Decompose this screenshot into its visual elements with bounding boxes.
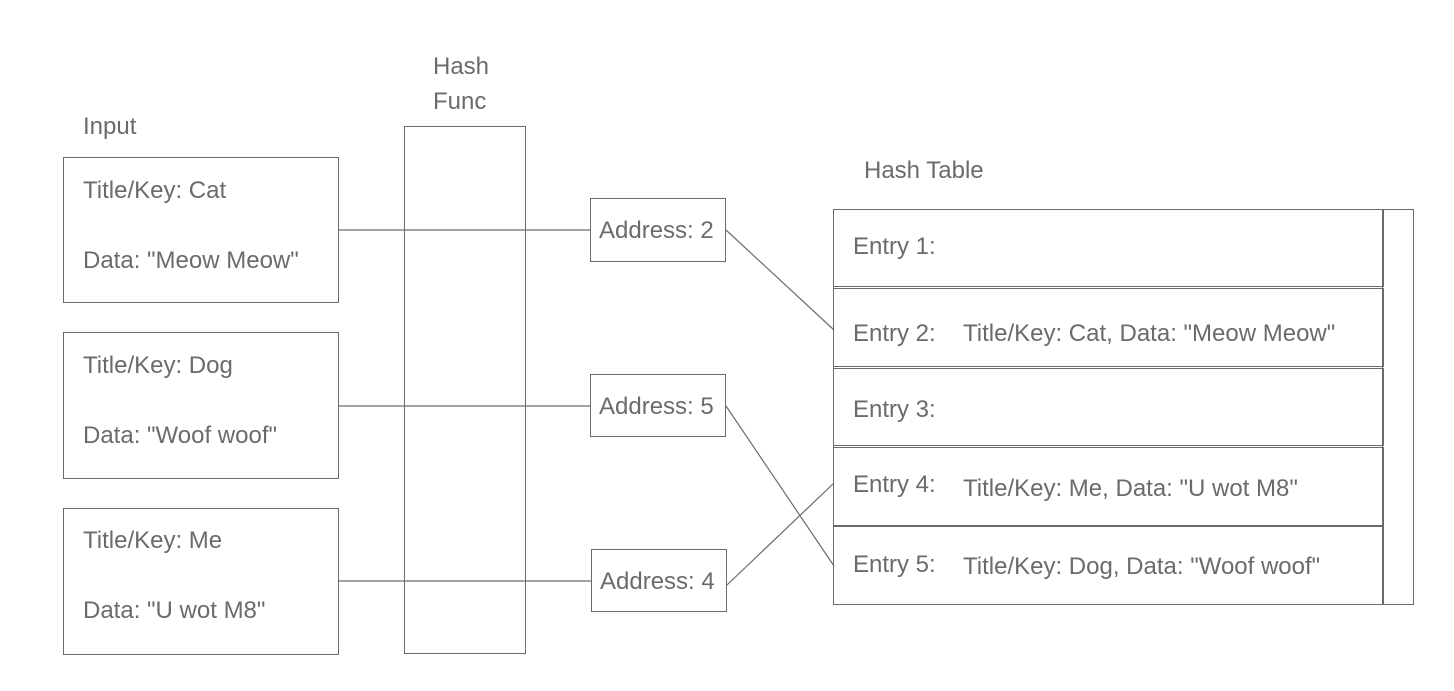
address-box-5: Address: 5 [590,374,726,437]
hash-table-right-column [1382,209,1414,605]
input-data: Data: "U wot M8" [83,597,266,624]
input-box-cat: Title/Key: Cat Data: "Meow Meow" [63,157,339,303]
entry-label: Entry 2: [853,320,936,347]
entry-label: Entry 4: [853,471,936,498]
input-key: Title/Key: Cat [83,177,227,204]
hash-table-entry-1: Entry 1: [833,209,1384,287]
hash-table-entry-5: Entry 5: Title/Key: Dog, Data: "Woof woo… [833,526,1384,605]
hash-table-entry-4: Entry 4: Title/Key: Me, Data: "U wot M8" [833,447,1384,526]
entry-content: Title/Key: Dog, Data: "Woof woof" [963,553,1321,580]
address-box-2: Address: 2 [590,198,726,262]
entry-content: Title/Key: Me, Data: "U wot M8" [963,475,1298,502]
input-heading: Input [83,113,137,140]
hash-func-heading-line2: Func [433,88,487,115]
address-label: Address: 5 [599,393,714,420]
entry-label: Entry 1: [853,233,936,260]
input-key: Title/Key: Dog [83,352,233,379]
input-box-me: Title/Key: Me Data: "U wot M8" [63,508,339,655]
address-box-4: Address: 4 [591,549,727,612]
input-box-dog: Title/Key: Dog Data: "Woof woof" [63,332,339,479]
entry-label: Entry 5: [853,551,936,578]
entry-content: Title/Key: Cat, Data: "Meow Meow" [963,320,1336,347]
line-address-2-to-entry-2 [725,229,835,331]
input-data: Data: "Meow Meow" [83,247,299,274]
input-key: Title/Key: Me [83,527,223,554]
input-data: Data: "Woof woof" [83,422,278,449]
address-label: Address: 4 [600,568,715,595]
hash-function-box [404,126,526,654]
line-address-5-to-entry-5 [725,405,835,567]
entry-label: Entry 3: [853,396,936,423]
hash-table-heading: Hash Table [864,157,984,184]
address-label: Address: 2 [599,217,714,244]
hash-table-entry-2: Entry 2: Title/Key: Cat, Data: "Meow Meo… [833,288,1384,367]
hash-table-entry-3: Entry 3: [833,368,1384,446]
hash-func-heading-line1: Hash [433,53,490,80]
line-address-4-to-entry-4 [726,482,835,586]
